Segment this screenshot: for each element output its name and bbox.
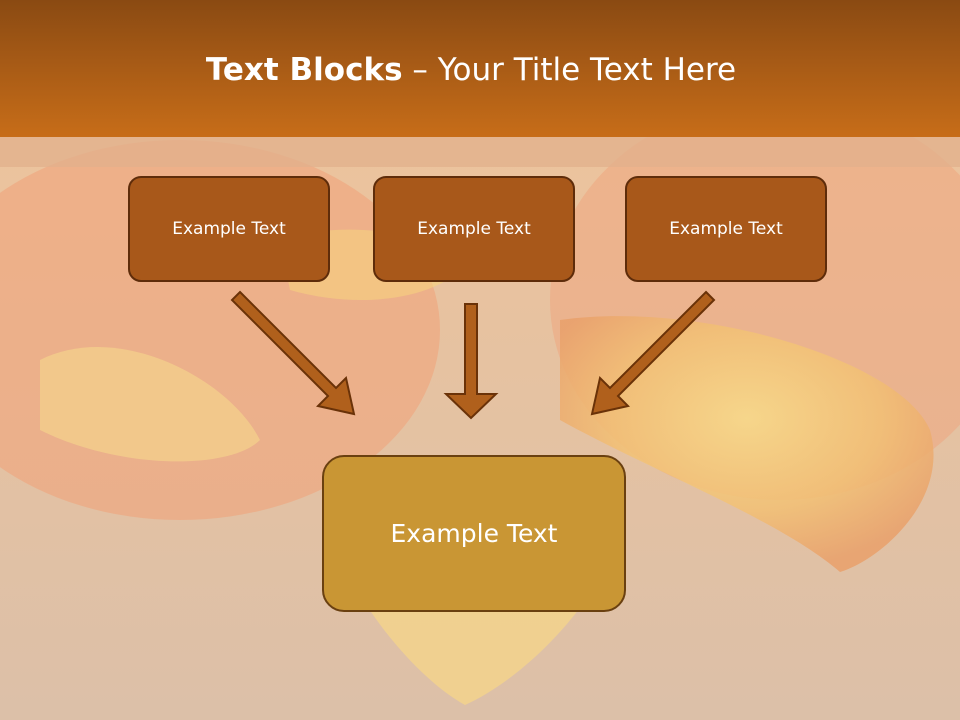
target-block[interactable]: Example Text [322,455,626,612]
arrow-left-icon [230,290,356,416]
slide-title: Text Blocks – Your Title Text Here [0,52,942,88]
text-block-1[interactable]: Example Text [128,176,330,282]
title-dash: – [402,52,438,88]
title-bar-band [0,137,960,167]
text-block-3[interactable]: Example Text [625,176,827,282]
title-bar [0,0,960,137]
arrow-right-icon [590,290,716,416]
arrow-center-icon [443,303,499,420]
title-bold-text: Text Blocks [205,52,403,88]
title-rest-text: Your Title Text Here [437,52,737,88]
text-block-2[interactable]: Example Text [373,176,575,282]
